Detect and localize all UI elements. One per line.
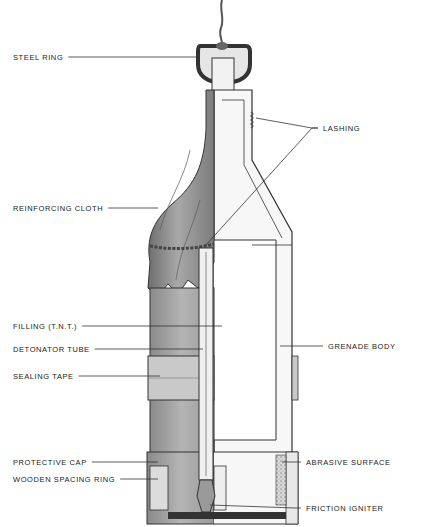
callout-label: ABRASIVE SURFACE xyxy=(305,458,392,467)
body-section xyxy=(214,90,292,455)
leader-line xyxy=(79,376,160,377)
callout-label: GRENADE BODY xyxy=(327,342,397,351)
callout-label: FRICTION IGNITER xyxy=(305,504,385,513)
leader-line xyxy=(205,128,318,246)
callout-label: PROTECTIVE CAP xyxy=(12,458,88,467)
callout-label: FILLING (T.N.T.) xyxy=(12,322,78,331)
rope-knot xyxy=(216,42,228,50)
stopper xyxy=(212,58,234,92)
callout-label: REINFORCING CLOTH xyxy=(12,204,104,213)
leader-line xyxy=(95,349,203,350)
detonator-tube xyxy=(199,248,213,480)
neck-lashing xyxy=(251,112,253,128)
leader-line xyxy=(82,326,222,327)
filling-cavity xyxy=(214,240,276,440)
wooden-spacing-ring xyxy=(150,466,168,510)
leader-line xyxy=(282,462,301,463)
leader-line xyxy=(68,57,197,58)
leader-line xyxy=(280,346,323,347)
callout-label: DETONATOR TUBE xyxy=(12,345,91,354)
abrasive-surface xyxy=(276,455,286,505)
rope xyxy=(220,0,222,46)
callout-label: WOODEN SPACING RING xyxy=(12,475,116,484)
callout-label: STEEL RING xyxy=(12,53,64,62)
friction-igniter xyxy=(197,480,215,512)
callout-label: SEALING TAPE xyxy=(12,372,75,381)
igniter-base xyxy=(168,512,286,519)
callout-label: LASHING xyxy=(322,124,361,133)
leader-line xyxy=(210,505,301,508)
leader-line xyxy=(120,479,158,480)
leader-line xyxy=(92,462,158,463)
leader-line xyxy=(256,118,318,128)
leader-line xyxy=(108,208,158,209)
